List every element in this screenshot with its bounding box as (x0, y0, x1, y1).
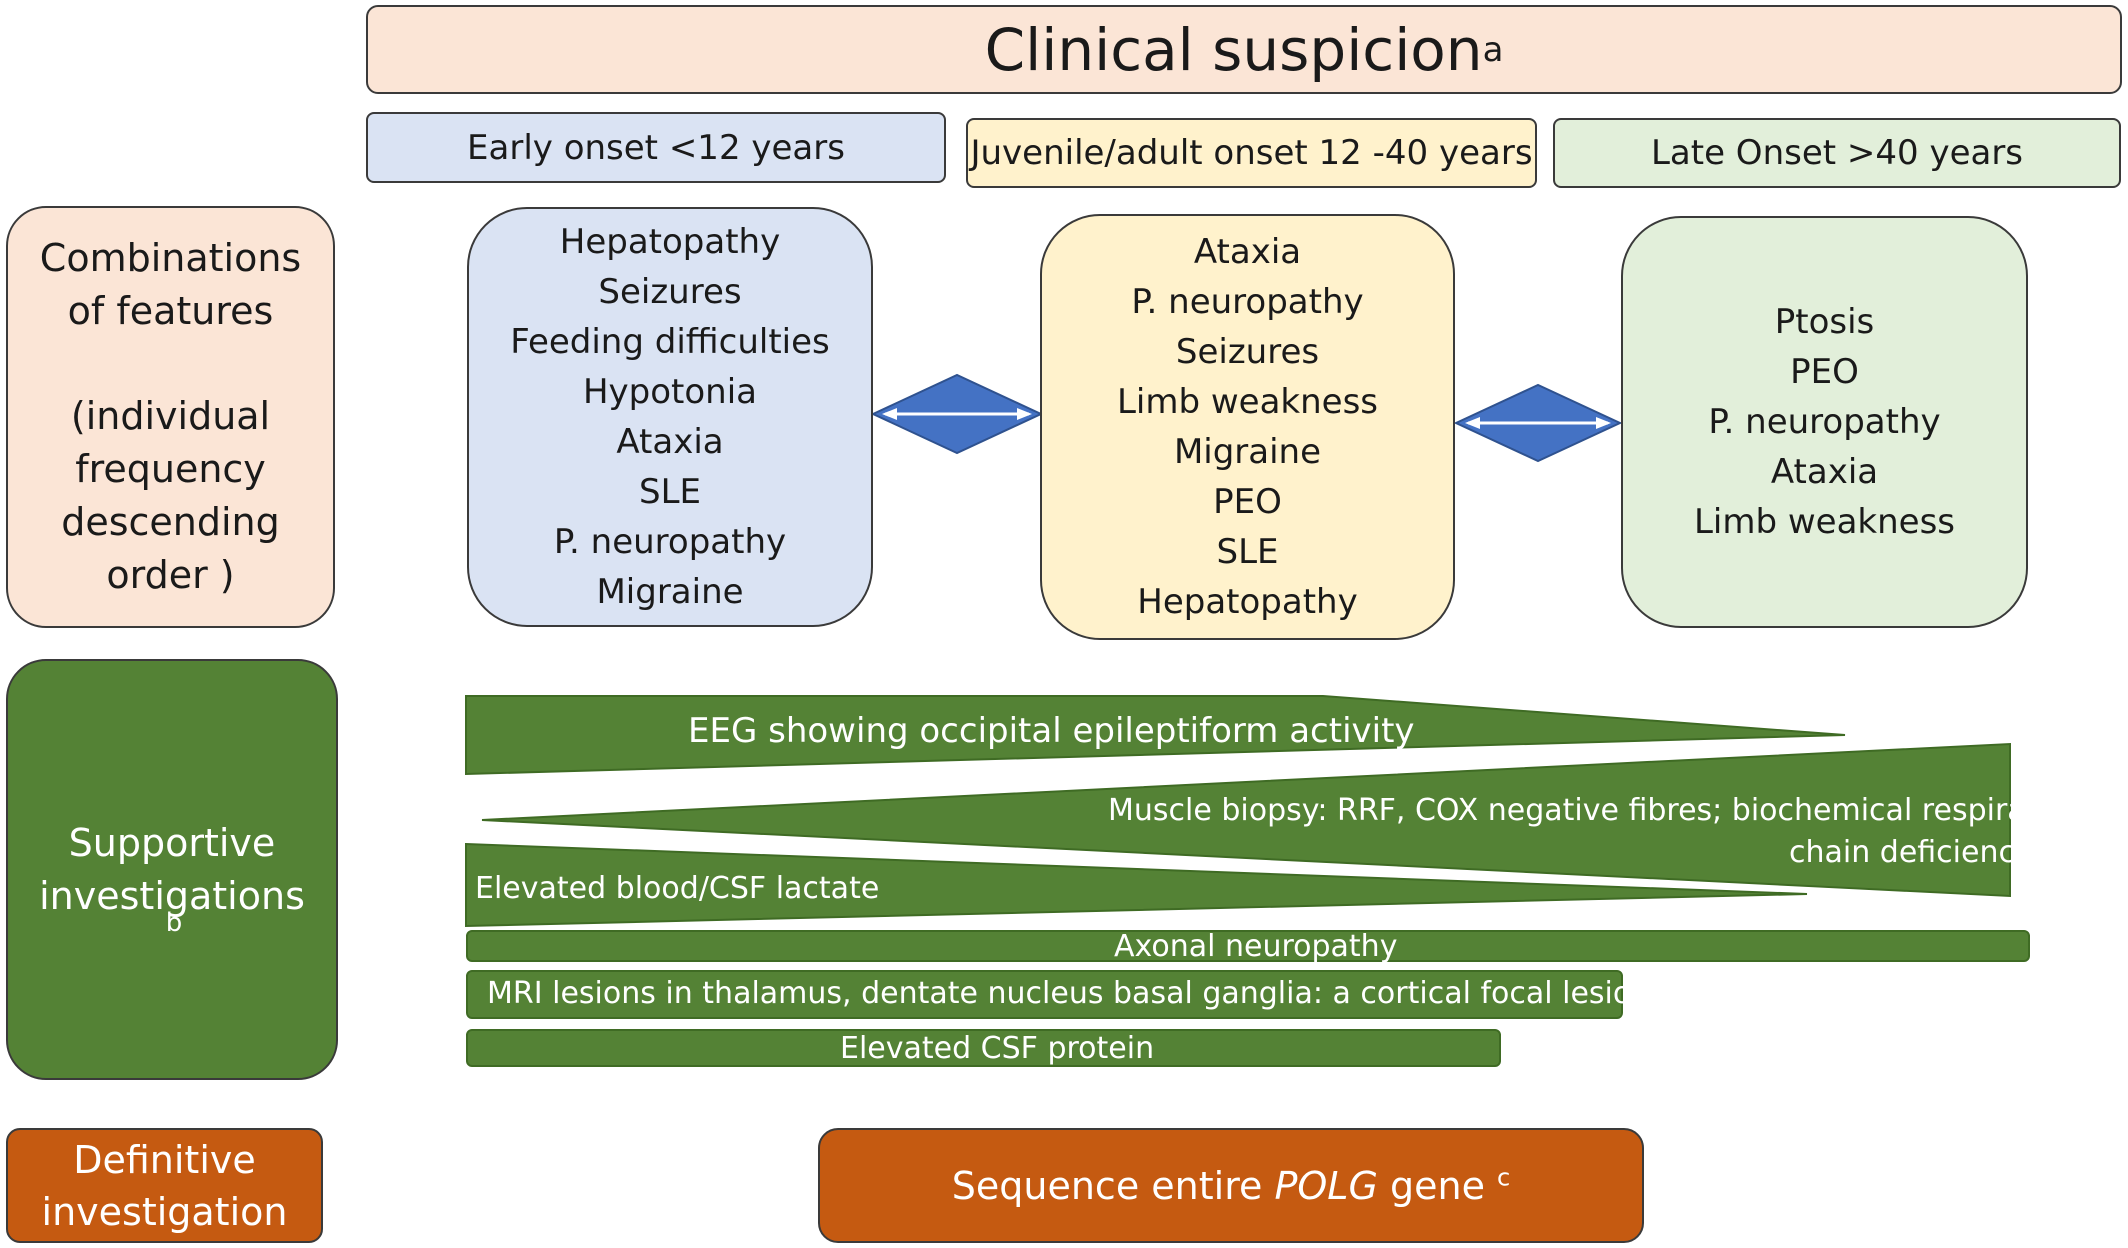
feature-late-item: Ataxia (1770, 452, 1879, 492)
features-label-line2: of features (67, 289, 274, 333)
eeg-text: EEG showing occipital epileptiform activ… (688, 711, 1415, 751)
clinical-suspicion-text: Clinical suspicion (984, 15, 1483, 84)
axonal-neuropathy-bar (466, 930, 2030, 962)
eeg-bar (465, 695, 1846, 776)
definitive-label-line1: Definitive (73, 1137, 256, 1182)
double-arrow-right-head-b (1596, 417, 1611, 429)
onset-label-late: Late Onset >40 years (1650, 133, 2024, 173)
features-label-line4: frequency (75, 447, 266, 491)
onset-label-juvenile: Juvenile/adult onset 12 -40 years (970, 133, 1533, 173)
feature-juvenile-item: SLE (1216, 532, 1279, 572)
feature-juvenile-item: Migraine (1173, 432, 1322, 472)
feature-early-item: Feeding difficulties (510, 322, 830, 362)
mri-lesions-bar (466, 970, 1623, 1019)
muscle-biopsy-text-line2: chain deficiency (1789, 835, 2033, 870)
feature-juvenile-item: P. neuropathy (1131, 282, 1364, 322)
feature-juvenile-item: Hepatopathy (1137, 582, 1358, 622)
muscle-biopsy-text-line1: Muscle biopsy: RRF, COX negative fibres;… (1108, 793, 2086, 828)
onset-header-early: Early onset <12 years (366, 112, 946, 183)
axonal-neuropathy-text: Axonal neuropathy (1114, 929, 1398, 964)
definitive-label-line2: investigation (41, 1189, 288, 1234)
csf-protein-bar (466, 1029, 1501, 1067)
definitive-action-suffix: gene (1377, 1163, 1498, 1208)
feature-early-item: Ataxia (616, 422, 724, 462)
feature-juvenile-item: PEO (1213, 482, 1282, 522)
definitive-action-box: Sequence entire POLG gene c (818, 1128, 1644, 1243)
muscle-biopsy-bar (481, 742, 2011, 898)
definitive-action-gene: POLG (1274, 1163, 1378, 1208)
feature-late-item: P. neuropathy (1708, 402, 1941, 442)
lactate-text: Elevated blood/CSF lactate (475, 871, 880, 906)
supportive-label-line1: Supportive (68, 820, 276, 865)
features-label-line5: descending (61, 500, 280, 544)
feature-juvenile-item: Ataxia (1193, 232, 1302, 272)
feature-early-item: Seizures (598, 272, 742, 312)
onset-header-late: Late Onset >40 years (1553, 118, 2121, 188)
features-box-late: Ptosis PEO P. neuropathy Ataxia Limb wea… (1621, 216, 2028, 628)
features-box-juvenile: Ataxia P. neuropathy Seizures Limb weakn… (1040, 214, 1455, 640)
feature-early-item: Hepatopathy (559, 222, 781, 262)
features-box-early: Hepatopathy Seizures Feeding difficultie… (467, 207, 873, 627)
feature-juvenile-item: Seizures (1175, 332, 1320, 372)
feature-early-item: Migraine (596, 572, 744, 612)
double-arrow-left-head-a (882, 408, 897, 420)
double-arrow-right-head-a (1465, 417, 1480, 429)
csf-protein-text: Elevated CSF protein (840, 1031, 1155, 1066)
lactate-bar (465, 842, 1808, 928)
features-label-line3: (individual (70, 394, 271, 438)
row-label-definitive: Definitive investigation (6, 1128, 323, 1243)
features-label-line1: Combinations (39, 236, 302, 280)
onset-label-early: Early onset <12 years (467, 127, 845, 168)
features-label-line6: order ) (106, 553, 235, 597)
feature-late-item: Limb weakness (1693, 502, 1956, 542)
row-label-features: Combinations of features (individual fre… (6, 206, 335, 628)
onset-header-juvenile: Juvenile/adult onset 12 -40 years (966, 118, 1537, 188)
definitive-action-sup: c (1497, 1162, 1511, 1191)
definitive-action-prefix: Sequence entire (951, 1163, 1275, 1208)
feature-late-item: PEO (1790, 352, 1859, 392)
feature-late-item: Ptosis (1774, 302, 1875, 342)
supportive-label-line2: investigations (39, 873, 305, 918)
feature-juvenile-item: Limb weakness (1116, 382, 1379, 422)
double-arrow-left-head-b (1017, 408, 1032, 420)
feature-early-item: Hypotonia (582, 372, 758, 412)
feature-early-item: SLE (638, 472, 701, 512)
mri-lesions-text: MRI lesions in thalamus, dentate nucleus… (487, 976, 1705, 1011)
feature-early-item: P. neuropathy (553, 522, 787, 562)
